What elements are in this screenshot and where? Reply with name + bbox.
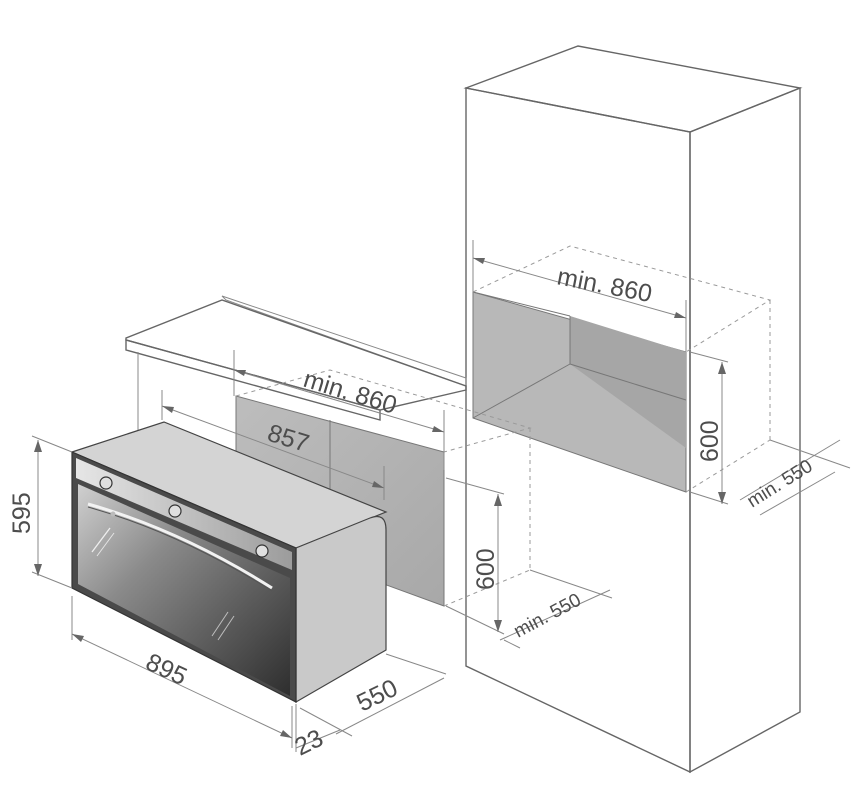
oven-width-label: 895 [141, 648, 191, 691]
oven-depth-dim [299, 653, 447, 737]
column-side-face [689, 86, 801, 774]
column-cabinet [463, 45, 803, 774]
countertop-front-edge [125, 339, 381, 421]
column-depth-dim [739, 439, 851, 516]
oven [70, 421, 388, 704]
oven-height-dim [31, 435, 73, 589]
oven-control-panel [76, 458, 292, 570]
column-width-dim [472, 240, 687, 352]
column-niche [472, 245, 772, 493]
oven-side [295, 515, 387, 704]
column-height-dim [689, 351, 729, 505]
under-counter-width-dim [233, 350, 445, 470]
column-top-face [463, 45, 803, 133]
oven-indicator-light [110, 511, 116, 517]
oven-depth-label: 550 [352, 674, 402, 717]
oven-door-glass [78, 484, 290, 696]
oven-knob-middle[interactable] [168, 504, 182, 518]
under-counter-min-depth-label: min. 550 [510, 590, 584, 643]
front-depth-dim [295, 704, 341, 752]
cutout-width-dim [161, 390, 385, 500]
column-height-label: 600 [696, 420, 724, 462]
under-counter-depth-dim [499, 569, 613, 649]
oven-height-label: 595 [8, 492, 36, 534]
countertop [125, 295, 467, 440]
under-counter-height-dim [445, 477, 505, 635]
countertop-top [125, 299, 467, 411]
column-min-width-label: min. 860 [555, 262, 654, 308]
under-counter-height-label: 600 [472, 548, 500, 590]
oven-knob-right[interactable] [255, 544, 269, 558]
oven-door-handle[interactable] [87, 502, 273, 590]
oven-knob-left[interactable] [99, 476, 113, 490]
oven-width-dim [71, 596, 293, 748]
